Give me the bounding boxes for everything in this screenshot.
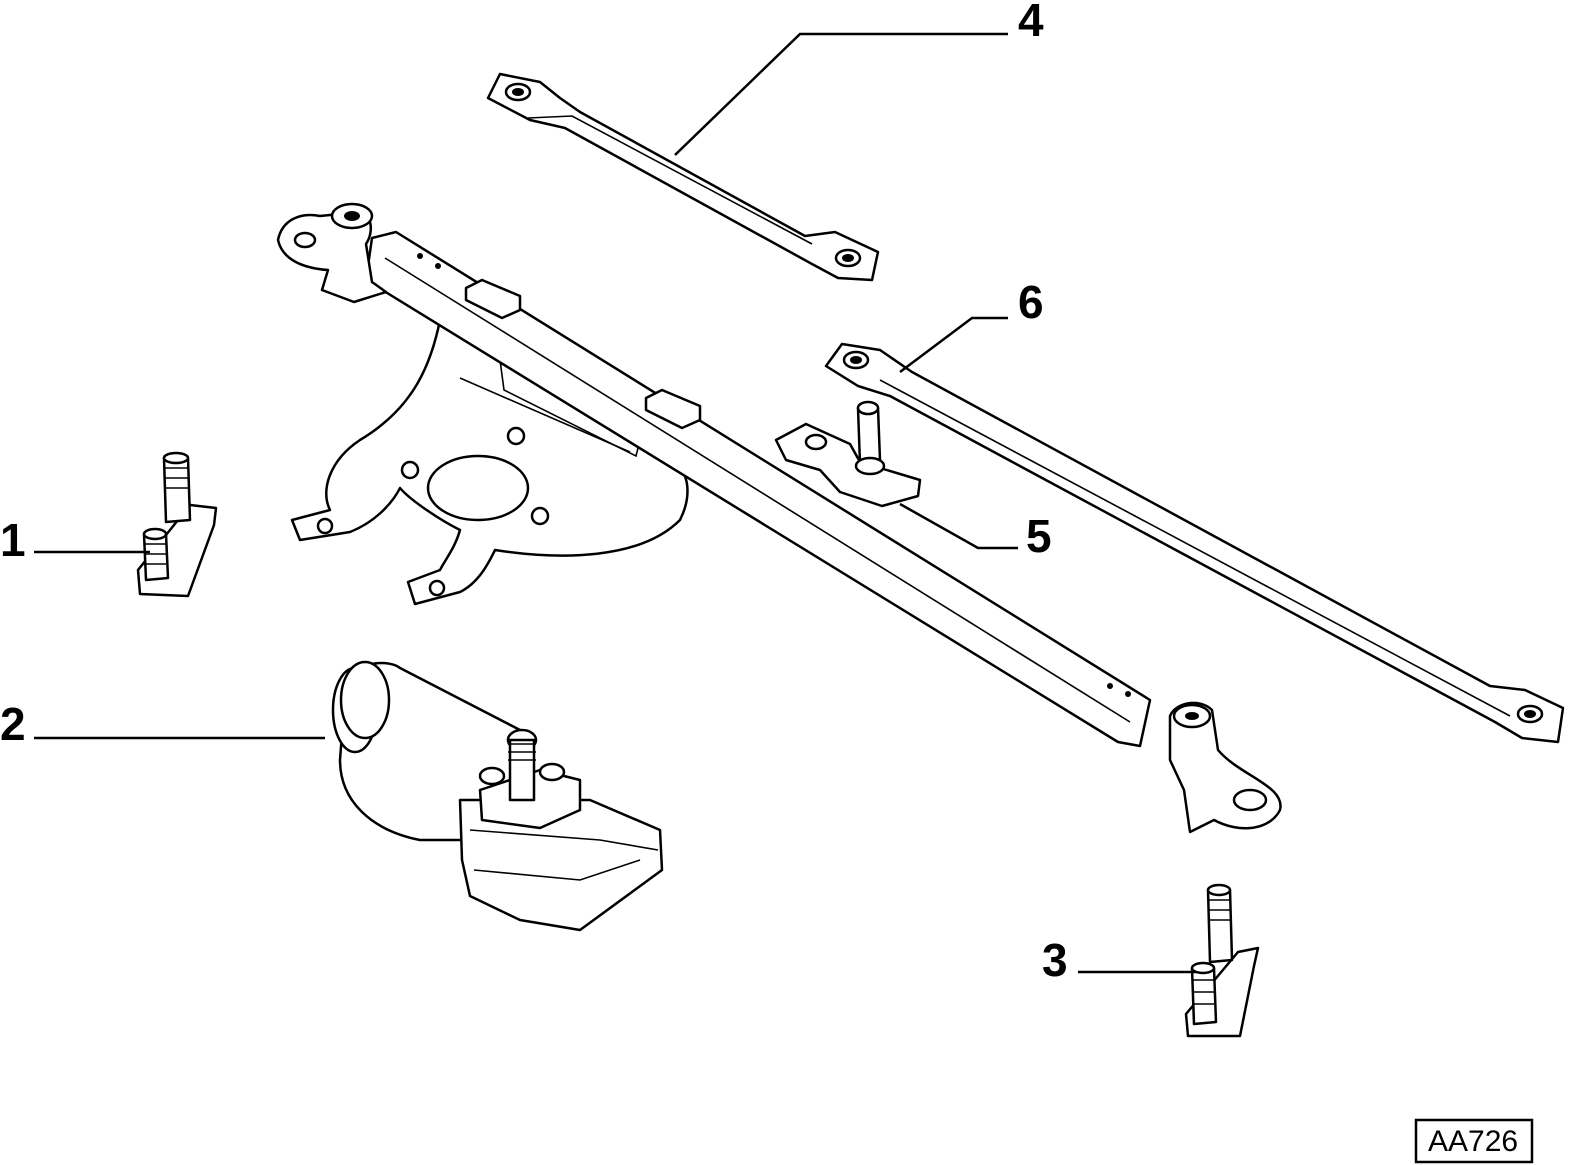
callout-5: 5 — [1026, 510, 1052, 562]
part-2-wiper-motor — [331, 660, 664, 932]
leader-line-5 — [899, 502, 1018, 550]
part-6-link-rod — [824, 342, 1565, 744]
part-3-stud — [1184, 883, 1260, 1038]
callout-1: 1 — [0, 514, 26, 566]
wiper-frame-assembly — [276, 202, 1282, 834]
part-5-crank — [774, 400, 922, 508]
leader-lines — [34, 32, 1196, 974]
reference-code: AA726 — [1428, 1125, 1518, 1158]
callout-6: 6 — [1018, 276, 1044, 328]
leader-line-4 — [674, 32, 1008, 156]
callout-4: 4 — [1018, 0, 1044, 46]
part-4-link-rod — [486, 72, 880, 282]
callout-3: 3 — [1042, 934, 1068, 986]
callout-2: 2 — [0, 698, 26, 750]
reference-code-box: AA726 — [1414, 1118, 1534, 1164]
leader-line-6 — [899, 316, 1008, 373]
part-1-stud — [136, 451, 218, 598]
